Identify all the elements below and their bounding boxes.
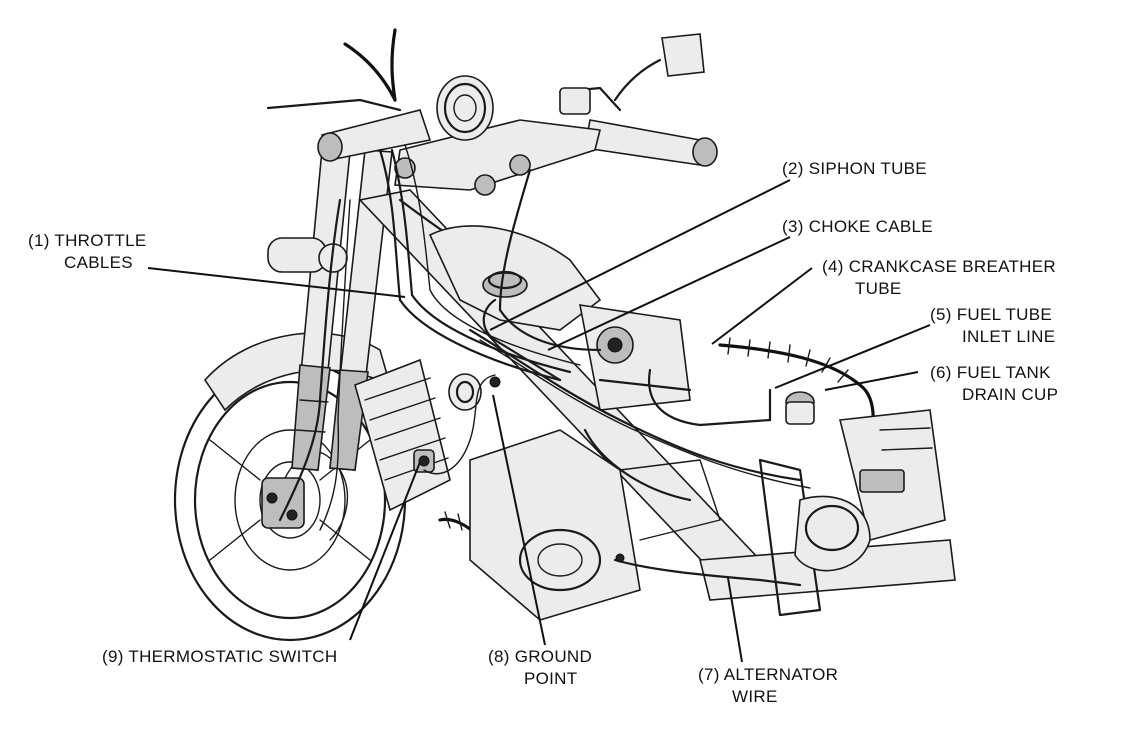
label-thermostatic-switch-line1: (9) THERMOSTATIC SWITCH xyxy=(102,647,338,666)
engine-lower xyxy=(469,429,721,621)
leader-choke-cable xyxy=(547,236,791,351)
label-throttle-cables: (1) THROTTLE CABLES xyxy=(28,230,147,274)
label-crankcase-breather-tube-line1: (4) CRANKCASE BREATHER xyxy=(822,257,1056,276)
carburetor xyxy=(579,304,692,411)
label-alternator-wire-line2: WIRE xyxy=(732,687,778,706)
leader-throttle-cables xyxy=(147,267,406,298)
label-thermostatic-switch: (9) THERMOSTATIC SWITCH xyxy=(102,646,337,668)
front-brake-line xyxy=(278,198,351,531)
label-throttle-cables-line1: (1) THROTTLE xyxy=(28,231,147,250)
label-fuel-tank-drain-cup-line2: DRAIN CUP xyxy=(962,385,1059,404)
leader-fuel-tube-inlet xyxy=(774,324,931,389)
label-siphon-tube: (2) SIPHON TUBE xyxy=(782,158,927,180)
leader-alternator-wire xyxy=(727,577,743,663)
label-choke-cable-line1: (3) CHOKE CABLE xyxy=(782,217,933,236)
radiator xyxy=(354,358,451,512)
leader-thermostatic-switch xyxy=(349,461,421,641)
leader-siphon-tube xyxy=(489,179,791,331)
label-fuel-tube-inlet-line: (5) FUEL TUBE INLET LINE xyxy=(930,304,1055,348)
label-crankcase-breather-tube-line2: TUBE xyxy=(855,279,902,298)
thermo-switch-wire xyxy=(423,374,496,475)
leader-lines xyxy=(147,179,931,663)
label-ground-point-line1: (8) GROUND xyxy=(488,647,593,666)
label-fuel-tube-inlet-line-line1: (5) FUEL TUBE xyxy=(930,305,1052,324)
drain-cup xyxy=(768,388,815,425)
leader-ground-point xyxy=(492,394,546,646)
label-alternator-wire-line1: (7) ALTERNATOR xyxy=(698,665,839,684)
fuel-tank xyxy=(428,225,602,331)
thermostatic-switch xyxy=(413,449,435,473)
alternator-wire-path xyxy=(613,553,802,587)
label-siphon-tube-line1: (2) SIPHON TUBE xyxy=(782,159,927,178)
engine-rear xyxy=(794,409,946,572)
label-fuel-tank-drain-cup: (6) FUEL TANK DRAIN CUP xyxy=(930,362,1058,406)
label-choke-cable: (3) CHOKE CABLE xyxy=(782,216,933,238)
leader-crankcase-breather xyxy=(711,267,813,345)
label-ground-point-line2: POINT xyxy=(524,669,578,688)
speedometer-gauge xyxy=(436,75,494,141)
label-crankcase-breather-tube: (4) CRANKCASE BREATHER TUBE xyxy=(822,256,1056,300)
siphon-tube xyxy=(482,298,562,382)
label-alternator-wire: (7) ALTERNATOR WIRE xyxy=(698,664,838,708)
label-throttle-cables-line2: CABLES xyxy=(64,253,133,272)
label-ground-point: (8) GROUND POINT xyxy=(488,646,592,690)
leader-fuel-tank-drain xyxy=(824,371,919,391)
ground-point-bracket xyxy=(448,373,501,411)
choke-cable xyxy=(498,168,602,352)
label-fuel-tank-drain-cup-line1: (6) FUEL TANK xyxy=(930,363,1051,382)
wire-harness xyxy=(468,328,811,502)
handlebars xyxy=(266,28,718,196)
label-fuel-tube-inlet-line-line2: INLET LINE xyxy=(962,327,1056,346)
fuel-inlet-line xyxy=(648,368,772,427)
